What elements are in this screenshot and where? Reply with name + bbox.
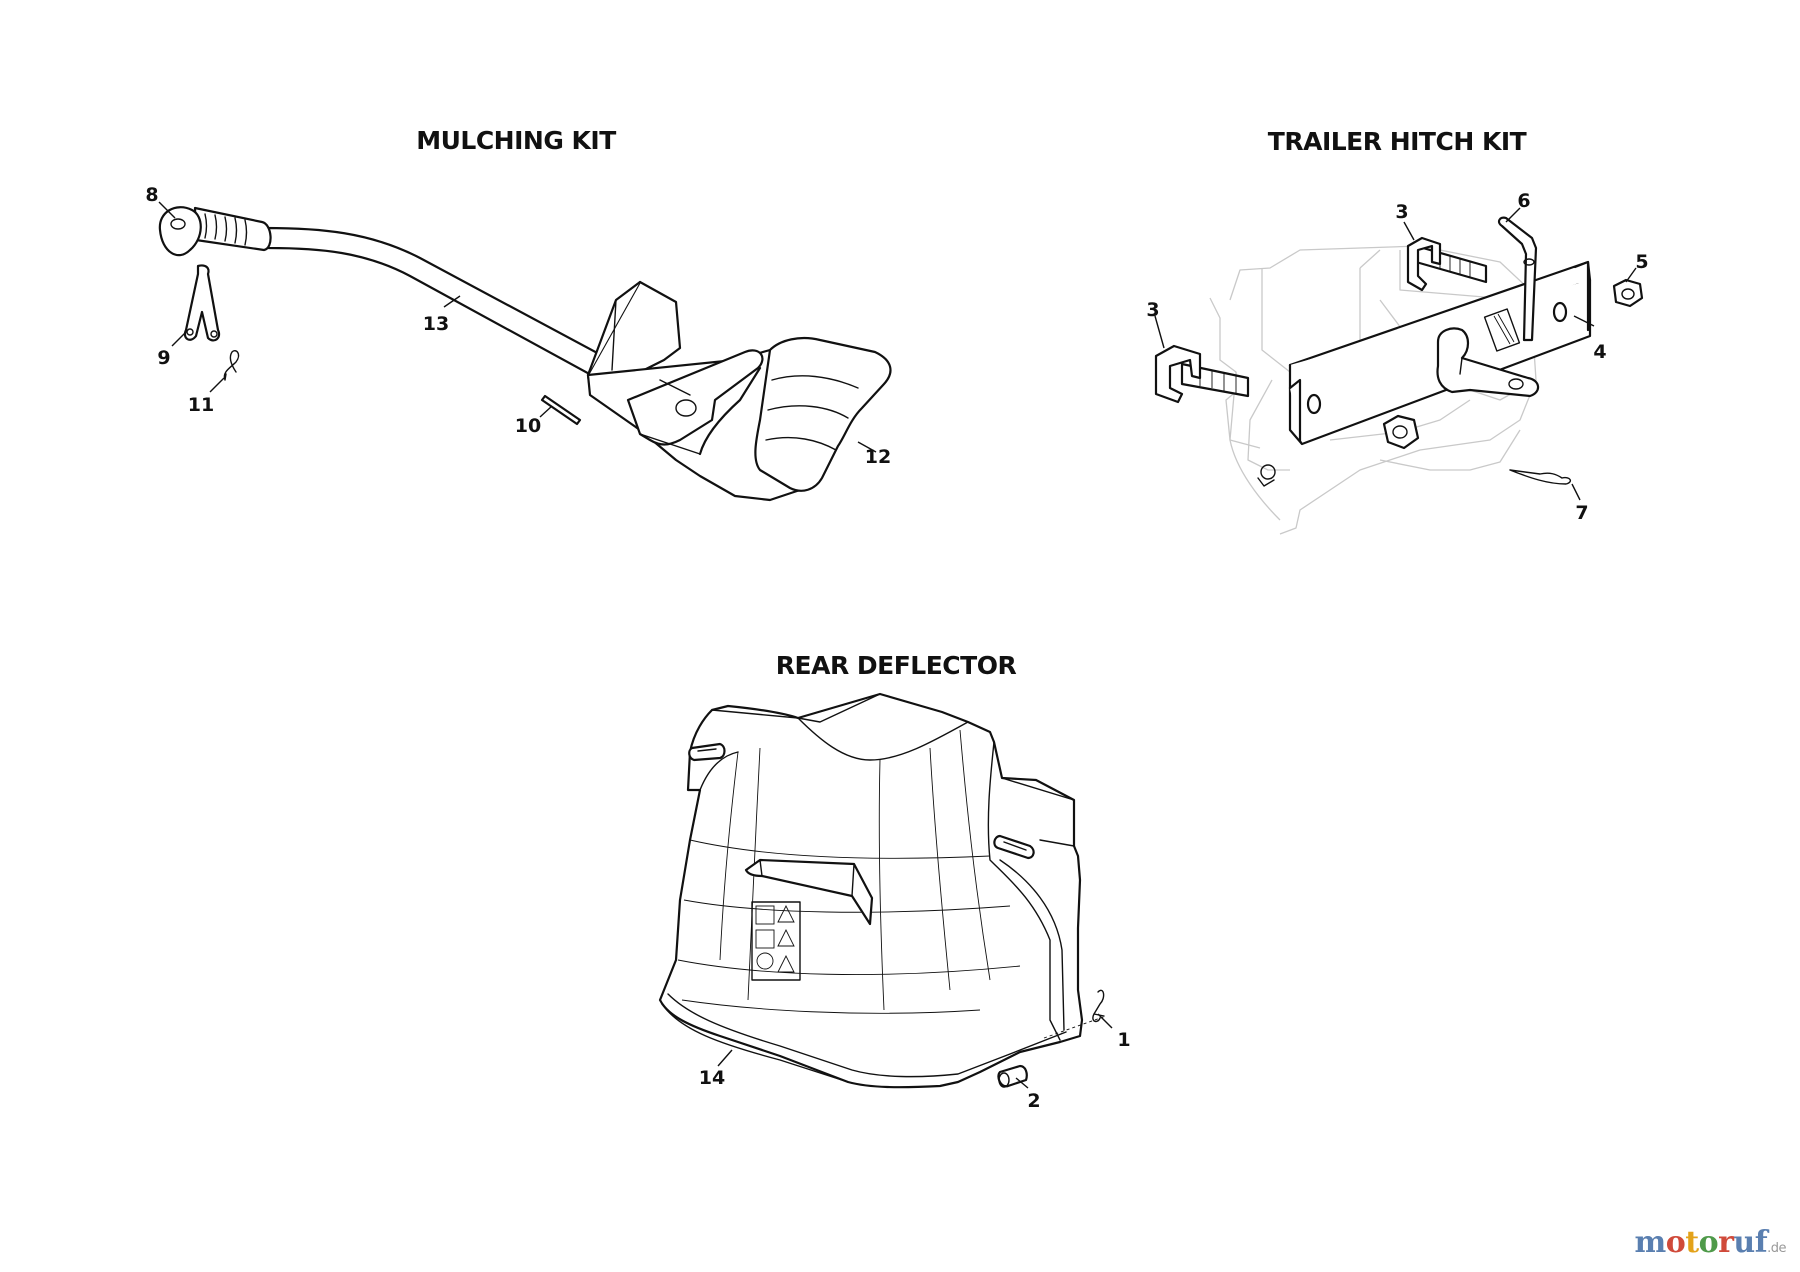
mulching-kit-title: MULCHING KIT	[416, 126, 616, 155]
hair-clip	[223, 350, 240, 381]
watermark-logo: motoruf.de	[1634, 1225, 1786, 1260]
pin	[540, 394, 582, 426]
rear-deflector-group: REAR DEFLECTOR	[658, 651, 1131, 1112]
bolt-top	[1406, 236, 1488, 292]
callout-7: 7	[1575, 502, 1588, 524]
callout-12: 12	[865, 446, 891, 468]
deflector-clip	[1092, 989, 1105, 1023]
nut-right	[1612, 278, 1644, 308]
callout-11: 11	[188, 394, 214, 416]
callout-3-top: 3	[1395, 201, 1408, 223]
nut-center	[1382, 414, 1420, 450]
callout-2: 2	[1027, 1090, 1040, 1112]
hitch-tongue	[1436, 327, 1540, 398]
callout-13: 13	[423, 313, 449, 335]
trailer-hitch-kit-title: TRAILER HITCH KIT	[1268, 127, 1527, 156]
callout-8: 8	[145, 184, 158, 206]
deflector-body	[658, 692, 1084, 1089]
rear-deflector-title: REAR DEFLECTOR	[776, 651, 1017, 680]
knob	[158, 206, 202, 257]
spring-clip	[1509, 469, 1572, 485]
mulching-kit-group: MULCHING KIT	[145, 126, 892, 502]
mulching-plug	[586, 280, 892, 502]
warning-decals	[751, 901, 801, 981]
bolt-left	[1154, 344, 1250, 404]
trailer-hitch-kit-group: TRAILER HITCH KIT	[1146, 127, 1649, 535]
callout-4: 4	[1593, 341, 1606, 363]
callout-9: 9	[157, 347, 170, 369]
hitch-pin	[1497, 216, 1538, 342]
deflector-clip-link	[1043, 1015, 1107, 1039]
clevis-pin	[183, 264, 221, 342]
callout-14: 14	[699, 1067, 725, 1089]
callout-5: 5	[1635, 251, 1648, 273]
callout-3-left: 3	[1146, 299, 1159, 321]
callout-6: 6	[1517, 190, 1530, 212]
callout-1: 1	[1117, 1029, 1130, 1051]
callout-10: 10	[515, 415, 541, 437]
